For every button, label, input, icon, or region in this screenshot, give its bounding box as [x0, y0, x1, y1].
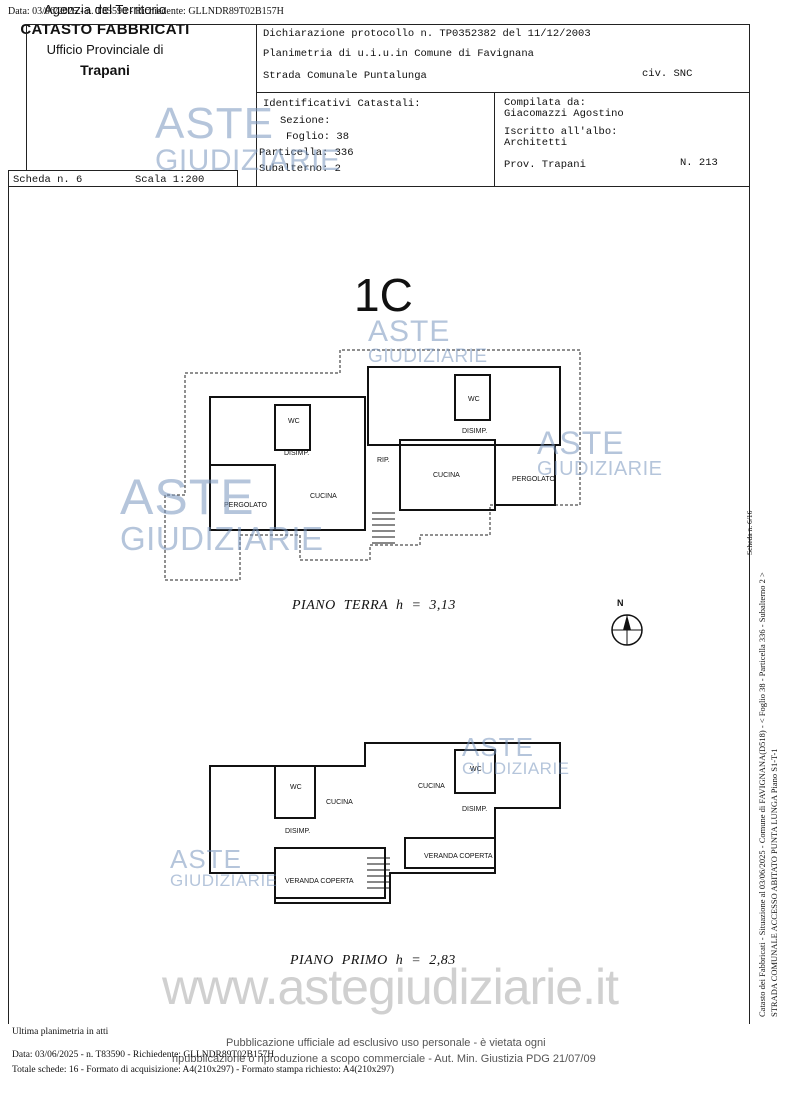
top-header-line: Data: 03/06/2025 - n. T83590 - Richieden…	[8, 6, 284, 17]
piano-terra-label: PIANO TERRA h = 3,13	[292, 598, 456, 613]
watermark-aste-6: ASTE GIUDIZIARIE	[170, 844, 278, 890]
albo-number: N. 213	[680, 157, 718, 169]
room-wc-first-1: WC	[290, 784, 302, 791]
frame-divider-vertical	[256, 24, 257, 186]
sezione-field: Sezione:	[280, 115, 331, 127]
frame-right-border	[749, 24, 750, 1024]
ufficio-label: Ufficio Provinciale di	[46, 42, 164, 57]
identificativi-title: Identificativi Catastali:	[263, 98, 421, 110]
room-veranda-first-2: VERANDA COPERTA	[424, 853, 493, 860]
side-scheda-line: Scheda n. 6/16	[745, 510, 754, 555]
provincia-name: Trapani	[80, 62, 130, 78]
scala-value: Scala 1:200	[135, 174, 205, 186]
room-disimp-first-1: DISIMP.	[285, 828, 311, 835]
watermark-aste-5: ASTE GIUDIZIARIE	[462, 732, 570, 778]
watermark-aste-1: ASTE GIUDIZIARIE	[155, 99, 341, 177]
subalterno-field: Subalterno: 2	[259, 163, 341, 175]
publication-notice-2: ripubblicazione o riproduzione a scopo c…	[172, 1053, 596, 1065]
floor-plan-ground	[164, 349, 581, 581]
scheda-box-top	[8, 170, 238, 171]
room-cucina-first-2: CUCINA	[418, 783, 445, 790]
provincia-albo: Prov. Trapani	[504, 159, 586, 171]
frame-divider-horizontal	[256, 92, 750, 93]
room-pergolato-ground-1: PERGOLATO	[224, 502, 267, 509]
room-wc-ground-2: WC	[468, 396, 480, 403]
room-rip-ground: RIP.	[377, 457, 390, 464]
room-wc-ground-1: WC	[288, 418, 300, 425]
room-disimp-ground-1: DISIMP.	[284, 450, 310, 457]
side-catasto-line: Catasto dei Fabbricati - Situazione al 0…	[757, 572, 767, 1017]
ultima-planimetria: Ultima planimetria in atti	[12, 1027, 109, 1037]
frame-top-border	[26, 24, 750, 25]
catasto-title: CATASTO FABBRICATI	[20, 21, 190, 38]
watermark-aste-2: ASTE GIUDIZIARIE	[368, 315, 488, 367]
address-street: Strada Comunale Puntalunga	[263, 70, 427, 82]
footer-data-line: Data: 03/06/2025 - n. T83590 - Richieden…	[12, 1050, 275, 1060]
address-civico: civ. SNC	[642, 68, 693, 80]
unit-label: 1C	[354, 269, 413, 321]
agency-name: Agenzia del Territorio	[44, 2, 166, 17]
watermark-aste-3: ASTE GIUDIZIARIE	[537, 425, 663, 480]
room-pergolato-ground-2: PERGOLATO	[512, 476, 555, 483]
foglio-field: Foglio: 38	[286, 131, 350, 143]
room-disimp-first-2: DISIMP.	[462, 806, 488, 813]
side-address-line: STRADA COMUNALE ACCESSO ABITATO PUNTA LU…	[769, 748, 779, 1017]
room-wc-first-2: WC	[470, 766, 482, 773]
planimetria-comune: Planimetria di u.i.u.in Comune di Favign…	[263, 48, 534, 60]
iscritto-label: Iscritto all'albo:	[504, 126, 618, 138]
footer-totale-schede: Totale schede: 16 - Formato di acquisizi…	[12, 1065, 394, 1075]
room-disimp-ground-2: DISIMP.	[462, 428, 488, 435]
north-compass-icon	[611, 614, 643, 646]
frame-divider-compilata	[494, 92, 495, 186]
watermark-aste-4: ASTE GIUDIZIARIE	[120, 469, 324, 557]
north-letter: N	[617, 598, 624, 608]
room-veranda-first-1: VERANDA COPERTA	[285, 878, 354, 885]
protocol-number: Dichiarazione protocollo n. TP0352382 de…	[263, 28, 591, 40]
compilata-name: Giacomazzi Agostino	[504, 108, 624, 120]
frame-left-upper-border	[26, 24, 27, 170]
frame-drawing-top-border	[8, 186, 750, 187]
room-cucina-ground-2: CUCINA	[433, 472, 460, 479]
scheda-number: Scheda n. 6	[13, 174, 83, 186]
particella-field: Particella: 336	[259, 147, 354, 159]
agency-block: Agenzia del Territorio CATASTO FABBRICAT…	[0, 0, 210, 80]
scheda-box-right	[237, 170, 238, 186]
compilata-label: Compilata da:	[504, 97, 586, 109]
albo-value: Architetti	[504, 137, 568, 149]
piano-primo-label: PIANO PRIMO h = 2,83	[290, 953, 456, 968]
publication-notice-1: Pubblicazione ufficiale ad esclusivo uso…	[226, 1037, 546, 1049]
watermark-website: www.astegiudiziarie.it	[162, 959, 619, 1015]
floor-plan-first	[209, 742, 561, 904]
frame-left-border	[8, 170, 9, 1024]
room-cucina-first-1: CUCINA	[326, 799, 353, 806]
room-cucina-ground-1: CUCINA	[310, 493, 337, 500]
